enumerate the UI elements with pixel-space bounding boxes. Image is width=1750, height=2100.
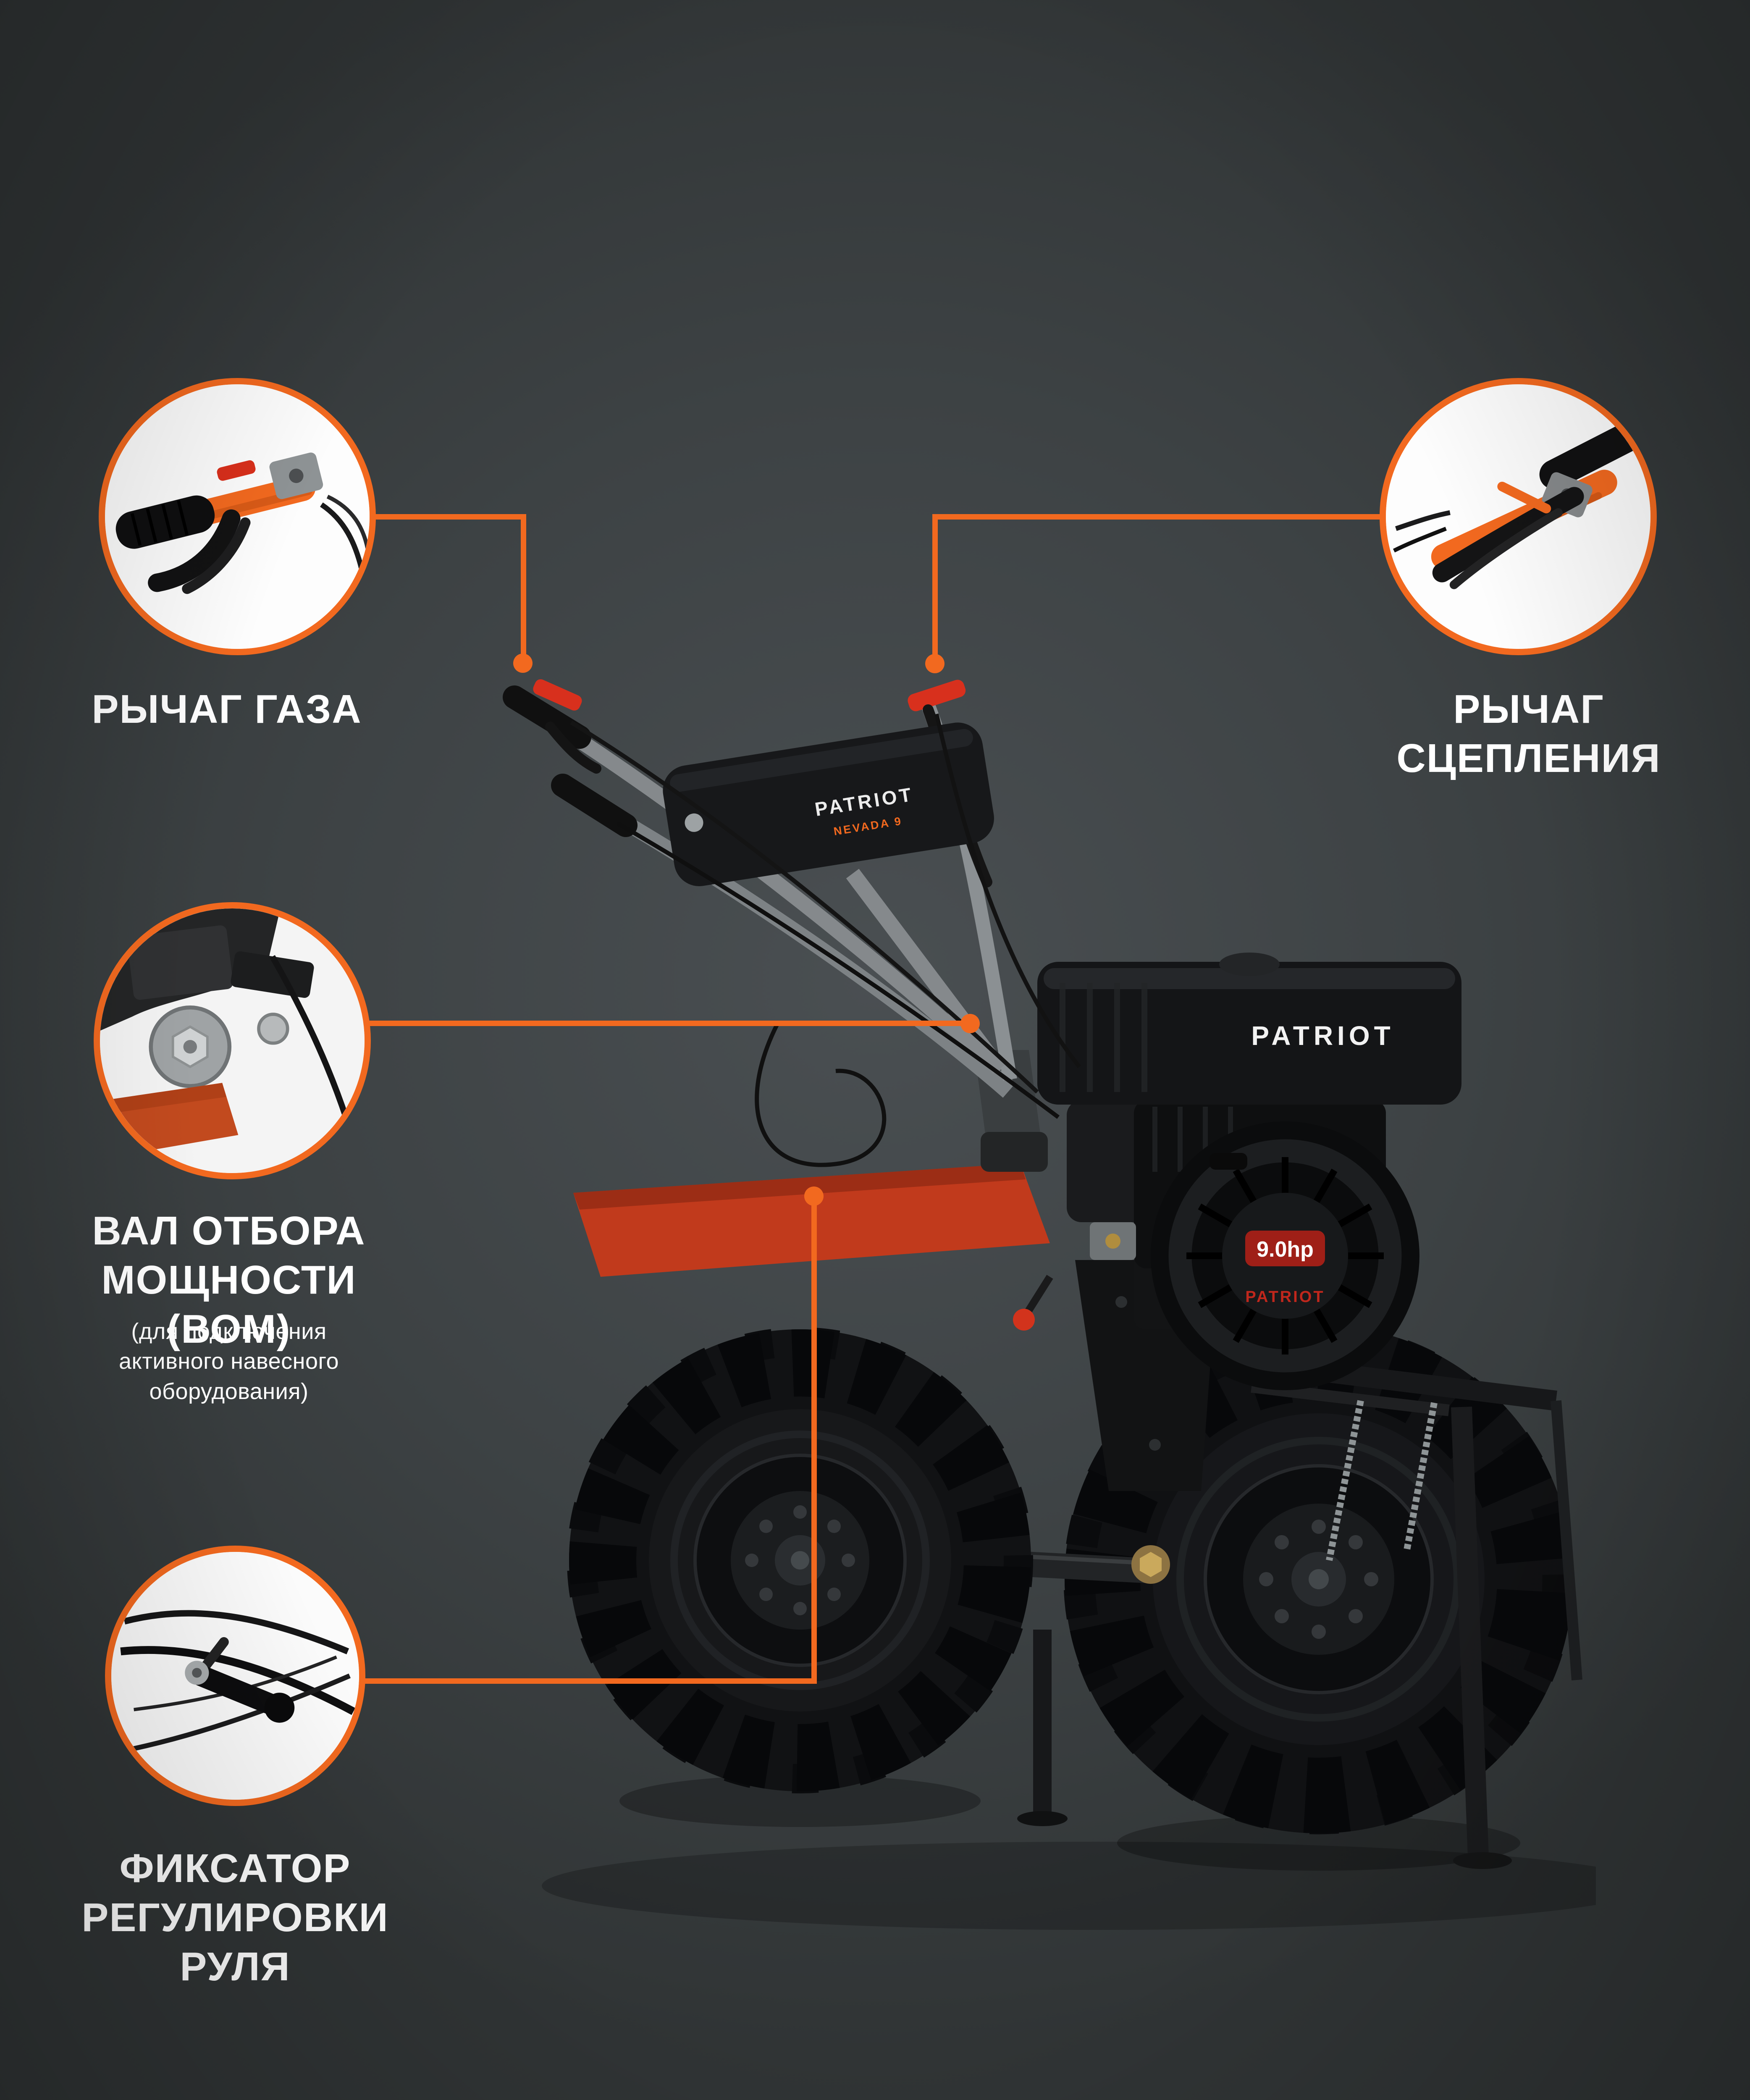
engine: PATRIOT [1037, 953, 1461, 1390]
power-label: 9.0hp [1257, 1237, 1314, 1262]
callout-circle-throttle [99, 378, 376, 655]
callout-label-handlebar-lock: ФИКСАТОР РЕГУЛИРОВКИ РУЛЯ [81, 1846, 389, 1990]
shift-knob [1013, 1309, 1035, 1331]
front-stand [1017, 1630, 1068, 1826]
connector-lock-horizontal [363, 1678, 817, 1684]
console-latch [685, 813, 703, 832]
callout-circle-pto [94, 902, 371, 1179]
connector-lock-vertical [811, 1199, 817, 1684]
callout-circle-handlebar-lock [105, 1546, 365, 1806]
callout-label-pto: ВАЛ ОТБОРА МОЩНОСТИ (ВОМ) [92, 1208, 366, 1352]
throttle-lever-photo [105, 384, 370, 649]
connector-clutch-horizontal [932, 514, 1380, 520]
ground-shadow [542, 1775, 1596, 1930]
left-wheel [567, 1327, 1033, 1793]
connector-dot-lock [804, 1186, 824, 1206]
power-badge [1245, 1231, 1325, 1266]
connector-throttle-vertical [521, 514, 526, 661]
connector-dot-pto [960, 1014, 980, 1033]
connector-pto-horizontal [369, 1021, 965, 1026]
clutch-lever-photo [1386, 384, 1650, 649]
callout-label-throttle: РЫЧАГ ГАЗА [92, 687, 362, 732]
second-grip [551, 774, 638, 837]
left-grip [503, 685, 591, 749]
callout-label-clutch: РЫЧАГ СЦЕПЛЕНИЯ [1396, 687, 1661, 781]
spring-left [1326, 1400, 1364, 1561]
shift-lever [1022, 1275, 1053, 1318]
console: PATRIOT NEVADA 9 [663, 722, 994, 886]
spring-right [1404, 1402, 1438, 1551]
starter-handle [1210, 1153, 1247, 1170]
connector-throttle-horizontal [375, 514, 526, 520]
tiller-illustration: PATRIOT [503, 679, 1596, 1930]
fuel-tank: PATRIOT [1037, 953, 1461, 1105]
handlebar-lock-photo [111, 1552, 359, 1800]
connector-clutch-vertical [932, 514, 938, 661]
right-wheel-bolts [1259, 1520, 1378, 1639]
tank-brand-label: PATRIOT [1251, 1021, 1394, 1051]
callout-circle-clutch [1380, 378, 1657, 655]
kickstand [1451, 1407, 1489, 1857]
pto-shaft-photo [100, 908, 365, 1173]
connector-dot-throttle [513, 654, 533, 673]
control-cables [570, 713, 1081, 1167]
fuel-cap [1219, 953, 1280, 976]
flywheel-brand-label: PATRIOT [1245, 1288, 1325, 1306]
callout-sublabel-pto: (для подключения активного навесного обо… [118, 1319, 339, 1404]
left-wheel-bolts [745, 1505, 855, 1615]
flywheel: 9.0hp PATRIOT [1151, 1121, 1419, 1390]
connector-dot-clutch [925, 654, 945, 673]
throttle-lever [533, 679, 601, 774]
